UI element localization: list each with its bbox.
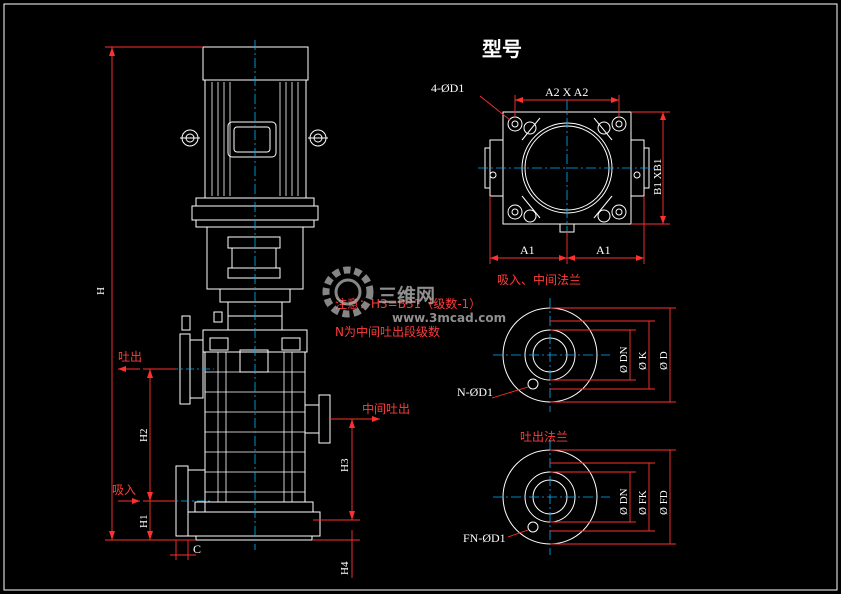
suction-holes-label: N-ØD1 — [457, 385, 493, 399]
discharge-dim-FD: Ø FD — [658, 490, 670, 515]
mid-outlet-label: 中间吐出 — [362, 401, 410, 416]
discharge-flange-dimensions — [507, 449, 676, 545]
drawing-frame — [3, 3, 838, 591]
dim-H: H — [95, 287, 107, 295]
dim-H4: H4 — [339, 561, 351, 575]
dim-A1-left: A1 — [520, 243, 535, 257]
discharge-dim-FK: Ø FK — [637, 490, 649, 515]
suction-dim-K: Ø K — [637, 351, 649, 370]
note-line-2: N为中间吐出段级数 — [335, 324, 440, 339]
page-title: 型号 — [482, 37, 522, 61]
pump-dimensions — [105, 46, 380, 578]
dim-A2xA2: A2 X A2 — [545, 85, 588, 99]
gear-icon — [322, 266, 374, 318]
base-dimension-arrows — [490, 97, 666, 261]
dim-A1-right: A1 — [596, 243, 611, 257]
suction-flange-dimensions — [491, 307, 676, 403]
watermark-logo — [322, 266, 374, 318]
suction-flange-caption: 吸入、中间法兰 — [497, 272, 581, 287]
dim-B1xB1: B1 XB1 — [652, 159, 664, 195]
note-line-1: 注意：H3=B31（级数-1） — [335, 296, 481, 311]
suction-dim-D: Ø D — [658, 351, 670, 370]
outlet-label: 吐出 — [118, 350, 142, 364]
suction-dim-DN: Ø DN — [618, 346, 630, 373]
watermark-brand: 三维网 — [378, 284, 435, 307]
pump-elevation — [175, 46, 331, 541]
pump-dimension-arrows — [109, 47, 380, 540]
dim-C: C — [193, 542, 201, 556]
dim-H3: H3 — [339, 458, 351, 472]
discharge-flange-caption: 吐出法兰 — [520, 430, 568, 444]
inlet-label: 吸入 — [112, 483, 136, 497]
dim-H1: H1 — [138, 515, 150, 528]
base-holes-label: 4-ØD1 — [431, 81, 464, 95]
dim-H2: H2 — [138, 429, 150, 442]
discharge-dim-DN: Ø DN — [618, 488, 630, 515]
watermark-url: www.3mcad.com — [392, 311, 506, 325]
discharge-holes-label: FN-ØD1 — [463, 531, 506, 545]
